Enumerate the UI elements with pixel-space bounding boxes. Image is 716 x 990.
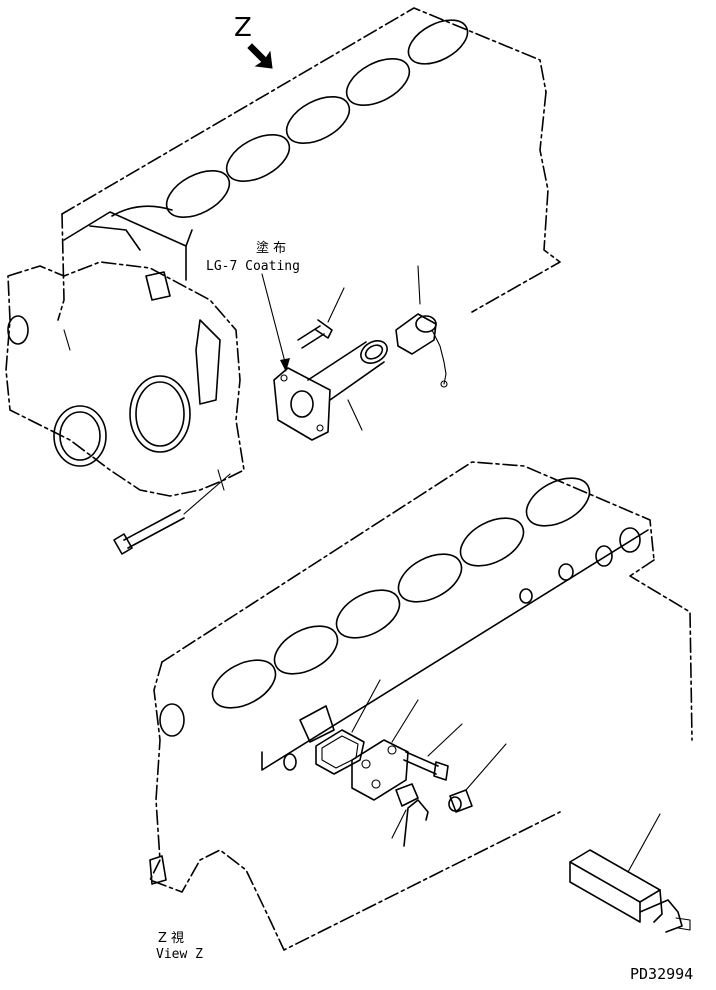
water-pipe [307, 341, 385, 401]
cover-bore [135, 381, 185, 447]
heater-element [569, 813, 691, 933]
flange-bolt [297, 319, 333, 349]
lower-bolt [403, 799, 429, 847]
cover-bore [129, 375, 191, 453]
water-pipe-assembly [261, 273, 388, 441]
cylinder-bore [335, 589, 401, 639]
cylinder-bore [525, 477, 591, 527]
cylinder-bore [273, 625, 339, 675]
view-letter: Z [234, 13, 252, 43]
cylinder-bore [397, 553, 463, 603]
view-arrow-icon [247, 43, 273, 69]
cylinder-bore [407, 19, 469, 65]
coating-arrow-icon [280, 358, 290, 372]
upper-engine-block [5, 7, 561, 497]
drawing-number: PD32994 [630, 965, 693, 983]
sensor-body [395, 313, 437, 355]
coating-label-jp: 塗 布 [256, 240, 286, 256]
coating-label-en: LG-7 Coating [206, 259, 300, 274]
sensor-assembly [395, 265, 448, 388]
cylinder-bore [459, 517, 525, 567]
cylinder-bore [211, 659, 277, 709]
lower-engine-block [149, 461, 693, 951]
cover-plate-assembly [315, 679, 507, 847]
cover-bore [59, 411, 101, 461]
view-arrow: Z [234, 13, 273, 69]
long-bolt [113, 473, 231, 555]
view-caption-en: View Z [156, 947, 203, 962]
cover-plate [351, 739, 409, 801]
flange-plate [273, 367, 331, 441]
drain-plug [449, 789, 473, 813]
cylinder-bore [165, 170, 231, 218]
gasket [315, 729, 365, 775]
cover-bolt [403, 751, 439, 775]
cover-bore [53, 405, 107, 467]
cylinder-bore [285, 96, 351, 144]
sensor-chain [431, 329, 447, 385]
view-caption-jp: Z 視 [158, 931, 184, 946]
cylinder-bore [225, 134, 291, 182]
cylinder-bore [345, 58, 411, 106]
